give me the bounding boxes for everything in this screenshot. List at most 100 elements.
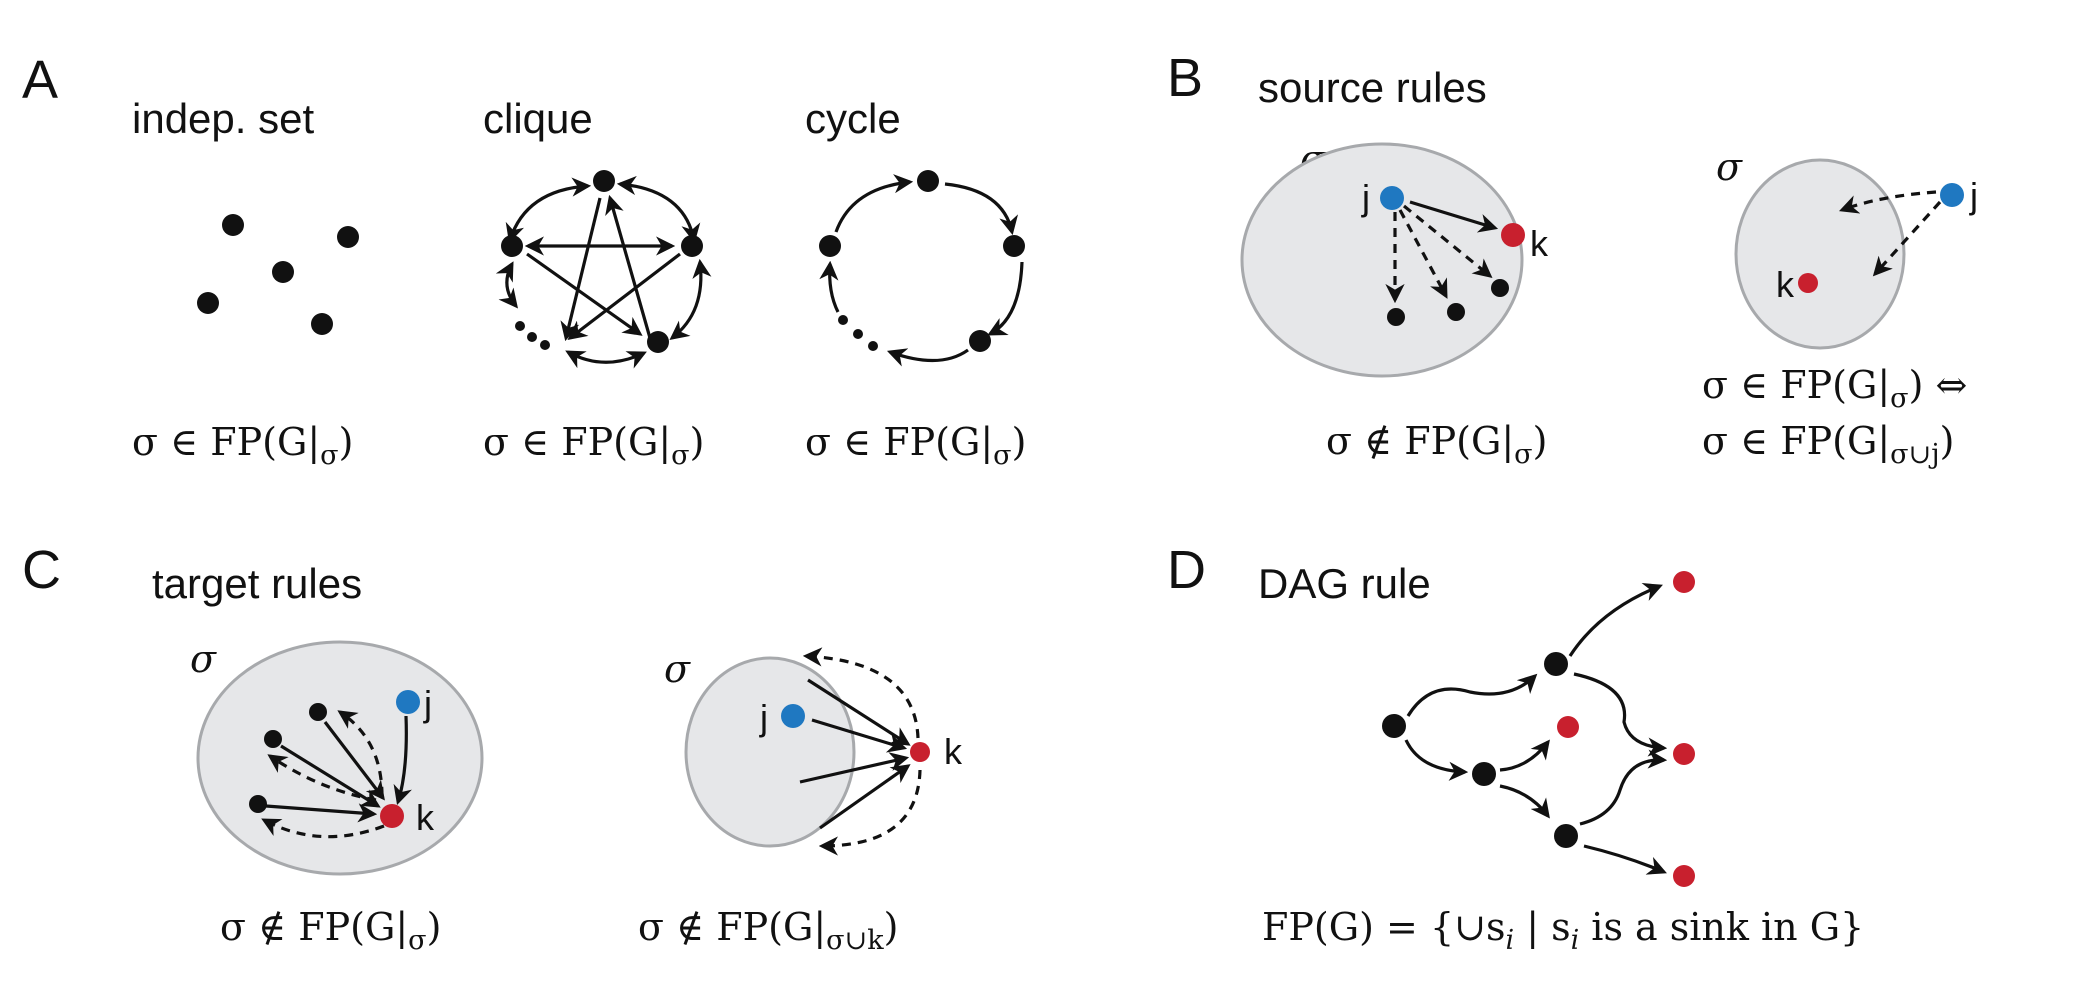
indep-set-node-2 [337, 226, 359, 248]
clique-formula: σ ∈ FP(G|σ) [483, 420, 704, 471]
cycle-edge-1 [834, 174, 914, 233]
dag-node-lower [1554, 824, 1578, 848]
edge-j-to-k [1409, 200, 1499, 233]
node-1 [309, 703, 327, 721]
edge-to-k-2 [799, 752, 910, 784]
dag-node-middle [1472, 762, 1496, 786]
label-j: j [759, 697, 768, 738]
cycle-graph: cycle σ ∈ FP(G|σ) [805, 95, 1026, 471]
target-node-k [1798, 273, 1818, 293]
label-k: k [1776, 264, 1795, 305]
target-node-k [380, 804, 404, 828]
indep-set-graph: indep. set σ ∈ FP(G|σ) [132, 95, 359, 471]
clique-heading: clique [483, 95, 593, 142]
panel-letter-c: C [22, 540, 61, 600]
dashed-edge-k-out-1 [802, 647, 920, 739]
cycle-node-3 [969, 330, 991, 352]
dag-edge-to-sink-2 [1573, 672, 1668, 757]
dashed-edge-j-in-2 [1872, 200, 1942, 277]
cycle-edge-4 [886, 348, 969, 367]
dashed-edge-j-2 [1398, 209, 1448, 299]
clique-node-top [593, 170, 615, 192]
node-2 [264, 730, 282, 748]
dashed-edge-j-3 [1402, 204, 1493, 279]
edge-to-k-1 [807, 678, 911, 746]
clique-edge-outer-2 [616, 175, 701, 244]
dashed-edge-j-in-1 [1838, 190, 1937, 214]
dashed-edge-k-out-2 [267, 754, 377, 802]
indep-set-node-5 [311, 313, 333, 335]
panel-letter-a: A [22, 50, 58, 110]
cycle-heading: cycle [805, 95, 901, 142]
cycle-edge-3 [987, 261, 1024, 336]
sigma-region [1240, 142, 1524, 378]
sigma-label: σ [1716, 145, 1743, 189]
clique-edge-inner-2 [560, 197, 602, 342]
cycle-edge-2 [944, 182, 1019, 236]
clique-graph: clique σ ∈ FP(G|σ) [483, 95, 712, 471]
clique-edge-inner-3 [605, 194, 652, 339]
clique-edge-outer-1 [505, 177, 592, 244]
source-node-j [1940, 183, 1964, 207]
dag-edge-to-sink-3 [1499, 739, 1550, 772]
source-rule-right-formula-line1: σ ∈ FP(G|σ) ⇔ [1702, 363, 1967, 414]
dag-edge-to-sink-4 [1583, 844, 1667, 875]
source-node-j [1380, 186, 1404, 210]
sigma-region [1734, 158, 1906, 350]
dag-sink-3 [1673, 743, 1695, 765]
dag-rule-formula: FP(G) = {∪si | si is a sink in G} [1262, 905, 1864, 956]
panel-letter-b: B [1167, 48, 1203, 108]
edge-j-to-k [393, 715, 412, 806]
clique-ellipsis-dot-1 [515, 321, 525, 331]
label-j: j [1969, 175, 1978, 216]
source-rules-heading: source rules [1258, 64, 1487, 111]
target-node-k [1501, 223, 1525, 247]
cycle-edge-5 [819, 260, 840, 313]
sigma-label: σ [190, 637, 217, 681]
dag-sink-4 [1673, 865, 1695, 887]
dag-edge-to-sink-2b [1579, 749, 1668, 826]
node-1 [1491, 279, 1509, 297]
panel-a: A indep. set σ ∈ FP(G|σ) clique [22, 50, 1026, 471]
panel-b: B source rules σ j k σ ∉ FP(G|σ) σ [1167, 48, 1978, 470]
target-rule-left-formula: σ ∉ FP(G|σ) [220, 905, 441, 956]
edge-to-k-3 [819, 764, 911, 830]
cycle-formula: σ ∈ FP(G|σ) [805, 420, 1026, 471]
target-node-k [910, 742, 930, 762]
indep-set-node-4 [197, 292, 219, 314]
clique-edge-inner-4 [526, 252, 643, 336]
label-j: j [423, 683, 432, 724]
panel-c: C target rules σ j k σ ∉ FP(G|σ) [22, 540, 963, 956]
source-rule-right-formula-line2: σ ∈ FP(G|σ∪j) [1702, 419, 1954, 470]
clique-edge-outer-3 [669, 258, 712, 340]
dag-rule-heading: DAG rule [1258, 560, 1431, 607]
sigma-region [196, 640, 484, 876]
edge-to-k-2 [280, 744, 381, 808]
target-rule-right-formula: σ ∉ FP(G|σ∪k) [638, 905, 898, 956]
cycle-ellipsis-dot-1 [838, 315, 848, 325]
dag-node-upper [1544, 652, 1568, 676]
label-k: k [944, 731, 963, 772]
edge-to-k-1 [323, 721, 385, 801]
clique-node-left [501, 235, 523, 257]
label-k: k [1530, 223, 1549, 264]
clique-edge-outer-5 [495, 261, 518, 309]
edge-j-to-k [811, 718, 908, 753]
dag-node-root [1382, 714, 1406, 738]
cycle-ellipsis-dot-2 [853, 329, 863, 339]
panel-letter-d: D [1167, 540, 1206, 600]
dag-edge-root-upper [1406, 673, 1538, 717]
indep-set-node-3 [272, 261, 294, 283]
target-rule-left: σ j k σ ∉ FP(G|σ) [190, 637, 484, 956]
label-j: j [1361, 177, 1370, 218]
sigma-region [684, 656, 856, 848]
dag-edge-to-sink-1 [1568, 583, 1663, 657]
clique-edge-inner-5 [567, 252, 681, 340]
clique-ellipsis-dot-2 [527, 332, 537, 342]
indep-set-node-1 [222, 214, 244, 236]
indep-set-heading: indep. set [132, 95, 314, 142]
cycle-node-4 [819, 235, 841, 257]
target-rule-right: σ j k σ ∉ FP(G|σ∪k) [638, 647, 963, 956]
dag-sink-2 [1557, 716, 1579, 738]
